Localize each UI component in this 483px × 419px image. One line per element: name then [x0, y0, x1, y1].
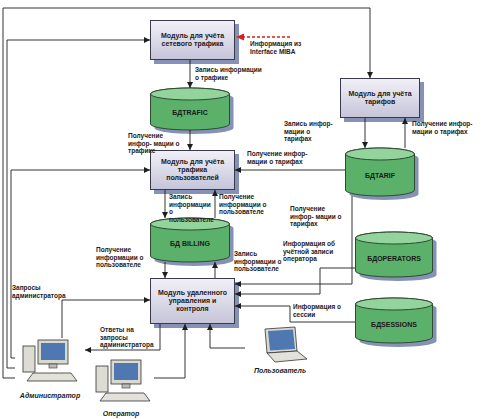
base: [267, 351, 307, 362]
cylinder-body: [356, 232, 433, 277]
node-label: БДSESSIONS: [371, 321, 417, 329]
node-label: Пользователь: [254, 367, 306, 375]
stand: [49, 364, 57, 368]
node-label: Модуль удаленного управления и контроля: [154, 289, 231, 313]
screen: [41, 343, 65, 360]
database-cylinder: БДTRAFIC: [150, 88, 230, 130]
process-box: Модуль для учёта тарифов: [340, 78, 420, 118]
cylinder-body: [151, 88, 230, 130]
database-cylinder: БД BILLING: [150, 218, 230, 262]
connector: [210, 324, 245, 348]
monitor: [111, 360, 141, 384]
connector: [7, 40, 150, 368]
node-text-wrap: БДSESSIONS: [355, 298, 433, 343]
node-label: БД BILLING: [170, 240, 210, 248]
cylinder-top: [151, 88, 230, 100]
edge-label: Ответы на запросы администратора: [100, 326, 152, 349]
node-text-wrap: БДTARIF: [345, 148, 415, 196]
node-text-wrap: Оператор: [76, 410, 166, 418]
keyboard: [27, 373, 77, 381]
lid: [265, 327, 297, 353]
keyboard: [100, 393, 150, 401]
node-text-wrap: БД BILLING: [150, 218, 230, 262]
workstation: Пользователь: [245, 325, 315, 375]
cylinder-body: [151, 218, 230, 262]
node-text-wrap: Администратор: [3, 392, 97, 400]
connector: [235, 170, 345, 171]
node-label: Администратор: [20, 392, 80, 400]
edge-label: Информация о сессии: [293, 303, 353, 318]
node-text-wrap: БДOPERATORS: [355, 232, 433, 277]
edge-label: Запись информации о трафике: [195, 66, 265, 81]
screen: [268, 330, 295, 351]
workstation: Оператор: [88, 358, 154, 418]
monitor: [38, 340, 68, 364]
edge-label: Получение инфор- мации о трафике: [128, 132, 186, 155]
edge-label: Запросы администратора: [12, 284, 60, 299]
node-label: Модуль для учёта тарифов: [344, 90, 416, 106]
database-cylinder: БДOPERATORS: [355, 232, 433, 277]
node-label: Модуль для учёта сетевого трафика: [154, 32, 231, 48]
stand: [122, 384, 130, 388]
external-feed-arrowhead: [236, 34, 244, 41]
node-label: БДTARIF: [365, 172, 395, 180]
edge-label: Получение инфор- мации о тарифах: [412, 120, 478, 135]
node-text-wrap: БДTRAFIC: [150, 88, 230, 130]
connector: [3, 8, 370, 378]
node-text-wrap: Модуль для учёта тарифов: [341, 90, 419, 106]
connector: [405, 118, 406, 148]
tower: [23, 346, 35, 372]
edge-label: Информация об учётной записи оператора: [283, 240, 345, 263]
process-box: Модуль для учёта трафика пользователей: [150, 150, 235, 190]
node-label: Оператор: [103, 410, 139, 418]
note-label: Информация из Interface MIBA: [250, 40, 314, 55]
edge-label: Запись информации о пользователе: [169, 193, 213, 223]
connector: [215, 190, 216, 218]
process-box: Модуль удаленного управления и контроля: [150, 278, 235, 324]
connector: [85, 324, 160, 350]
connector: [154, 324, 185, 378]
cylinder-top: [346, 148, 415, 160]
computer-icon: [15, 338, 85, 400]
connector: [190, 60, 191, 88]
cylinder-body: [346, 148, 415, 196]
connector: [165, 190, 166, 218]
edge-label: Получение инфор- мации о тарифах: [290, 205, 348, 228]
connector: [165, 262, 166, 278]
tower: [96, 366, 108, 392]
node-text-wrap: Модуль для учёта сетевого трафика: [151, 32, 234, 48]
cylinder-top: [356, 232, 433, 244]
workstation: Администратор: [15, 338, 85, 400]
edge-label: Получение информации о пользователе: [219, 193, 275, 216]
computer-icon: [88, 358, 154, 418]
screen: [114, 363, 138, 380]
process-box: Модуль для учёта сетевого трафика: [150, 20, 235, 60]
edge-label: Получение инфор- мации о тарифах: [247, 150, 317, 165]
edge-label: Запись информации о пользователе: [234, 250, 286, 273]
node-text-wrap: Модуль удаленного управления и контроля: [151, 289, 234, 313]
edge-label: Получение информации о пользователе: [96, 246, 148, 269]
node-text-wrap: Модуль для учёта трафика пользователей: [151, 158, 234, 182]
connector: [190, 130, 191, 150]
node-label: БДTRAFIC: [172, 109, 208, 117]
node-text-wrap: Пользователь: [233, 367, 327, 375]
connector: [365, 118, 366, 148]
database-cylinder: БДSESSIONS: [355, 298, 433, 343]
external-feed-line: [242, 36, 290, 38]
cylinder-top: [356, 298, 433, 310]
edge-label: Запись инфор- мации о тарифах: [284, 120, 338, 143]
cylinder-body: [356, 298, 433, 343]
database-cylinder: БДTARIF: [345, 148, 415, 196]
node-label: БДOPERATORS: [367, 255, 421, 263]
connector: [215, 262, 216, 278]
node-label: Модуль для учёта трафика пользователей: [154, 158, 231, 182]
